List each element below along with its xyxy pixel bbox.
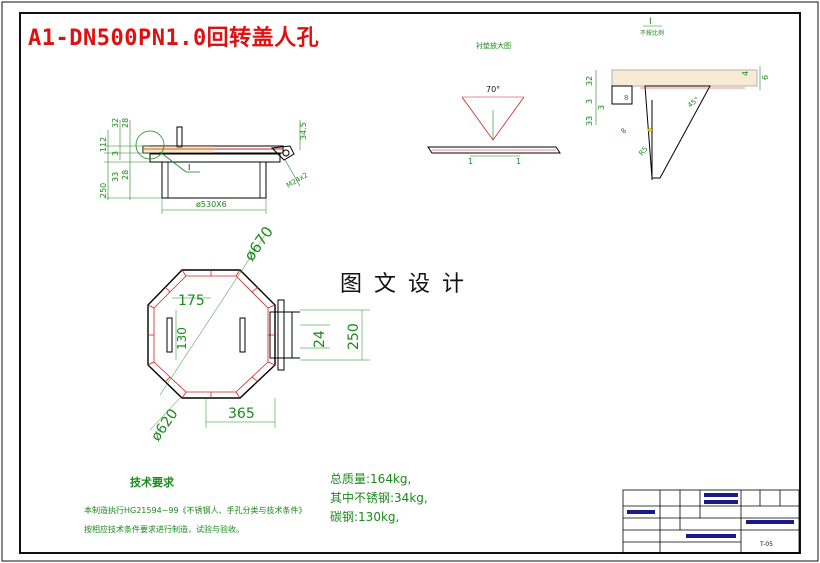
front-angle-label: M24x2 xyxy=(285,171,309,190)
detail-title: I xyxy=(649,17,652,27)
inner-frame xyxy=(19,12,801,554)
detail-dim-r5: R5 xyxy=(637,145,649,157)
gasket-dim-b: 1 xyxy=(516,157,521,166)
detail-dim-4: 4 xyxy=(741,71,750,76)
detail-dim-33: 33 xyxy=(585,116,594,126)
weight-total: 总质量:164kg, xyxy=(330,472,412,486)
weight-carbon: 碳钢:130kg, xyxy=(330,510,400,524)
front-dim-34-5: 34.5 xyxy=(299,122,308,140)
detail-view: I 不按比例 32 3 33 3 4 6 8 45° R5 8 xyxy=(585,17,770,180)
detail-dim-3a: 3 xyxy=(585,99,594,104)
tech-requirements-heading: 技术要求 xyxy=(130,476,174,489)
detail-dim-3b: 3 xyxy=(597,105,606,110)
plan-dim-365: 365 xyxy=(228,406,255,422)
front-leader-label: I xyxy=(188,163,190,172)
plan-dim-250: 250 xyxy=(346,323,362,350)
detail-dim-8: 8 xyxy=(624,94,628,102)
front-dim-28a: 28 xyxy=(121,118,130,128)
plan-dim-175: 175 xyxy=(178,293,205,309)
plan-view: ø670 ø620 175 130 24 250 365 xyxy=(147,223,370,444)
front-dim-32: 32 xyxy=(111,118,120,128)
gasket-view: 衬垫放大图 70° 1 1 xyxy=(427,41,561,166)
detail-dim-32: 32 xyxy=(585,76,594,86)
plan-dim-24: 24 xyxy=(312,330,328,348)
gasket-dim-a: 1 xyxy=(468,157,473,166)
watermark: 图文设计 xyxy=(340,272,477,297)
plan-dim-670: ø670 xyxy=(241,223,277,264)
front-dim-3: 3 xyxy=(111,151,120,156)
title-block: T-05 xyxy=(622,489,800,554)
front-dim-250: 250 xyxy=(99,183,108,198)
front-view: I 112 32 28 3 28 33 250 34.5 M24x2 ø530X… xyxy=(99,118,309,214)
detail-dim-6: 6 xyxy=(761,75,770,80)
front-diameter: ø530X6 xyxy=(196,200,227,209)
front-dim-28b: 28 xyxy=(121,170,130,180)
drawing-title: A1-DN500PN1.0回转盖人孔 xyxy=(28,26,320,51)
front-dim-112: 112 xyxy=(99,137,108,152)
detail-dim-8b: 8 xyxy=(619,127,628,136)
tech-requirement-line-1: 本制造执行HG21594~99《不锈钢人、手孔分类与技术条件》 xyxy=(84,506,307,515)
plan-dim-620: ø620 xyxy=(148,406,181,444)
drawing-number: T-05 xyxy=(759,541,773,548)
front-dim-33: 33 xyxy=(111,172,120,182)
gasket-angle: 70° xyxy=(486,85,500,94)
plan-dim-130: 130 xyxy=(175,327,189,350)
detail-subtitle: 不按比例 xyxy=(640,29,664,37)
tech-requirement-line-2: 按相应技术条件要求进行制造，试验与验收。 xyxy=(84,525,244,534)
gasket-title: 衬垫放大图 xyxy=(476,41,511,50)
weight-stainless: 其中不锈钢:34kg, xyxy=(330,491,428,505)
